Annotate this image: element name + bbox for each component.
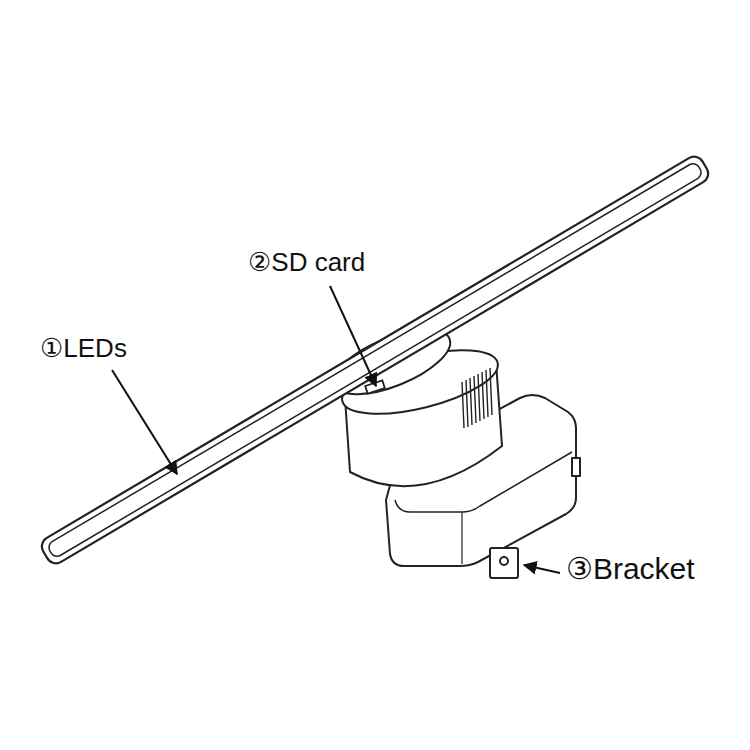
part-label: ③Bracket: [566, 552, 695, 585]
part-label: ②SD card: [248, 248, 365, 277]
part-label: ①LEDs: [40, 334, 127, 363]
leader-line: [112, 370, 177, 474]
leader-line: [330, 286, 376, 386]
leader-line: [524, 565, 560, 573]
led-blade: [38, 153, 712, 567]
